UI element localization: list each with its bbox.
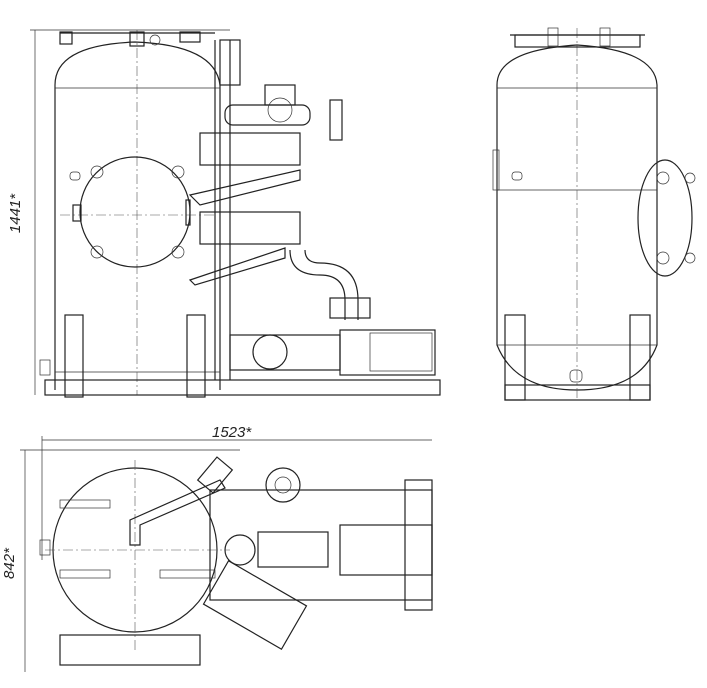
top-view <box>20 436 433 672</box>
top-motor <box>339 524 433 576</box>
motor <box>339 329 436 376</box>
side-view <box>492 27 696 401</box>
side-manway <box>637 159 693 277</box>
height-dimension-label: 1441* <box>7 193 25 234</box>
front-view <box>30 29 441 398</box>
manway-circle <box>79 156 191 268</box>
width-dimension-label: 842* <box>0 548 18 579</box>
base-frame <box>44 379 441 396</box>
length-dimension-label: 1523* <box>212 424 252 441</box>
